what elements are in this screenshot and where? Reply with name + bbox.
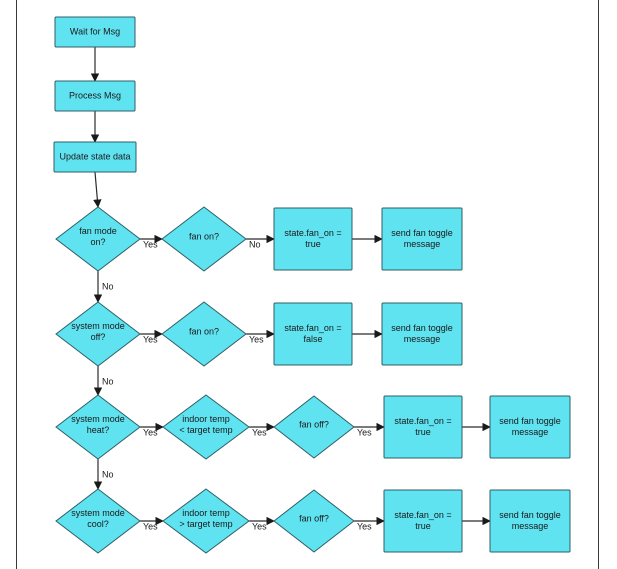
decision-diamond bbox=[55, 206, 141, 272]
node-label: state.fan_on = bbox=[394, 510, 451, 520]
node-fan-off-2: fan off? bbox=[273, 489, 355, 553]
node-fan-on-1: fan on? bbox=[161, 206, 247, 272]
process-box bbox=[381, 302, 463, 366]
edge-label-no: No bbox=[102, 281, 114, 291]
node-state-fan-false: state.fan_on =false bbox=[273, 302, 353, 366]
edge-label-yes: Yes bbox=[357, 427, 372, 437]
decision-diamond bbox=[161, 206, 247, 272]
node-label: message bbox=[512, 427, 549, 437]
node-label: fan off? bbox=[299, 513, 329, 523]
node-label: message bbox=[404, 239, 441, 249]
edge-label-yes: Yes bbox=[252, 427, 267, 437]
process-box bbox=[273, 302, 353, 366]
node-label: > target temp bbox=[179, 519, 232, 529]
node-label: send fan toggle bbox=[391, 228, 453, 238]
node-label: off? bbox=[91, 332, 106, 342]
node-label: message bbox=[404, 334, 441, 344]
node-label: state.fan_on = bbox=[284, 323, 341, 333]
node-state-fan-true-1: state.fan_on =true bbox=[273, 207, 353, 271]
node-label: state.fan_on = bbox=[394, 416, 451, 426]
node-indoor-gt-target: indoor temp> target temp bbox=[162, 488, 250, 554]
node-label: state.fan_on = bbox=[284, 228, 341, 238]
edge-label-no: No bbox=[102, 469, 114, 479]
edge-label-yes: Yes bbox=[357, 521, 372, 531]
decision-diamond bbox=[273, 395, 355, 459]
node-label: system mode bbox=[71, 508, 125, 518]
node-label: fan on? bbox=[189, 231, 219, 241]
decision-diamond bbox=[162, 488, 250, 554]
node-label: heat? bbox=[87, 425, 110, 435]
edge-label-yes: Yes bbox=[143, 239, 158, 249]
node-label: cool? bbox=[87, 519, 109, 529]
edge-update-state-to-fan-mode-on bbox=[93, 171, 102, 208]
decision-diamond bbox=[55, 394, 141, 460]
process-box bbox=[383, 395, 463, 459]
process-box bbox=[489, 395, 571, 459]
node-label: true bbox=[415, 427, 431, 437]
edge-label-no: No bbox=[102, 376, 114, 386]
node-state-fan-true-2: state.fan_on =true bbox=[383, 395, 463, 459]
node-label: Update state data bbox=[59, 151, 130, 161]
node-label: fan on? bbox=[189, 326, 219, 336]
node-update-state: Update state data bbox=[53, 141, 137, 173]
process-box bbox=[381, 207, 463, 271]
node-label: fan off? bbox=[299, 419, 329, 429]
node-label: send fan toggle bbox=[499, 416, 561, 426]
node-label: indoor temp bbox=[182, 414, 230, 424]
process-box bbox=[54, 16, 136, 48]
node-indoor-lt-target: indoor temp< target temp bbox=[162, 394, 250, 460]
node-process-msg: Process Msg bbox=[54, 80, 136, 112]
node-label: system mode bbox=[71, 321, 125, 331]
edges-layer bbox=[90, 47, 491, 526]
process-box bbox=[54, 80, 136, 112]
decision-diamond bbox=[55, 488, 141, 554]
node-label: true bbox=[305, 239, 321, 249]
decision-diamond bbox=[161, 301, 247, 367]
node-label: system mode bbox=[71, 414, 125, 424]
node-label: false bbox=[303, 334, 322, 344]
edge-label-yes: Yes bbox=[249, 334, 264, 344]
decision-diamond bbox=[273, 489, 355, 553]
node-label: fan mode bbox=[79, 226, 117, 236]
edge-label-yes: Yes bbox=[143, 427, 158, 437]
edge-label-yes: Yes bbox=[143, 521, 158, 531]
node-label: true bbox=[415, 521, 431, 531]
decision-diamond bbox=[162, 394, 250, 460]
node-fan-on-2: fan on? bbox=[161, 301, 247, 367]
decision-diamond bbox=[55, 301, 141, 367]
edge-label-no: No bbox=[249, 239, 261, 249]
edge-label-yes: Yes bbox=[252, 521, 267, 531]
node-wait-msg: Wait for Msg bbox=[54, 16, 136, 48]
node-label: send fan toggle bbox=[391, 323, 453, 333]
diagram-frame bbox=[16, 0, 599, 569]
process-box bbox=[273, 207, 353, 271]
node-label: < target temp bbox=[179, 425, 232, 435]
node-label: Process Msg bbox=[69, 90, 121, 100]
edge-label-yes: Yes bbox=[143, 334, 158, 344]
node-state-fan-true-3: state.fan_on =true bbox=[383, 489, 463, 553]
node-label: message bbox=[512, 521, 549, 531]
node-label: indoor temp bbox=[182, 508, 230, 518]
node-label: on? bbox=[90, 237, 105, 247]
process-box bbox=[383, 489, 463, 553]
process-box bbox=[53, 141, 137, 173]
node-fan-off-1: fan off? bbox=[273, 395, 355, 459]
node-label: Wait for Msg bbox=[70, 26, 120, 36]
node-label: send fan toggle bbox=[499, 510, 561, 520]
process-box bbox=[489, 489, 571, 553]
